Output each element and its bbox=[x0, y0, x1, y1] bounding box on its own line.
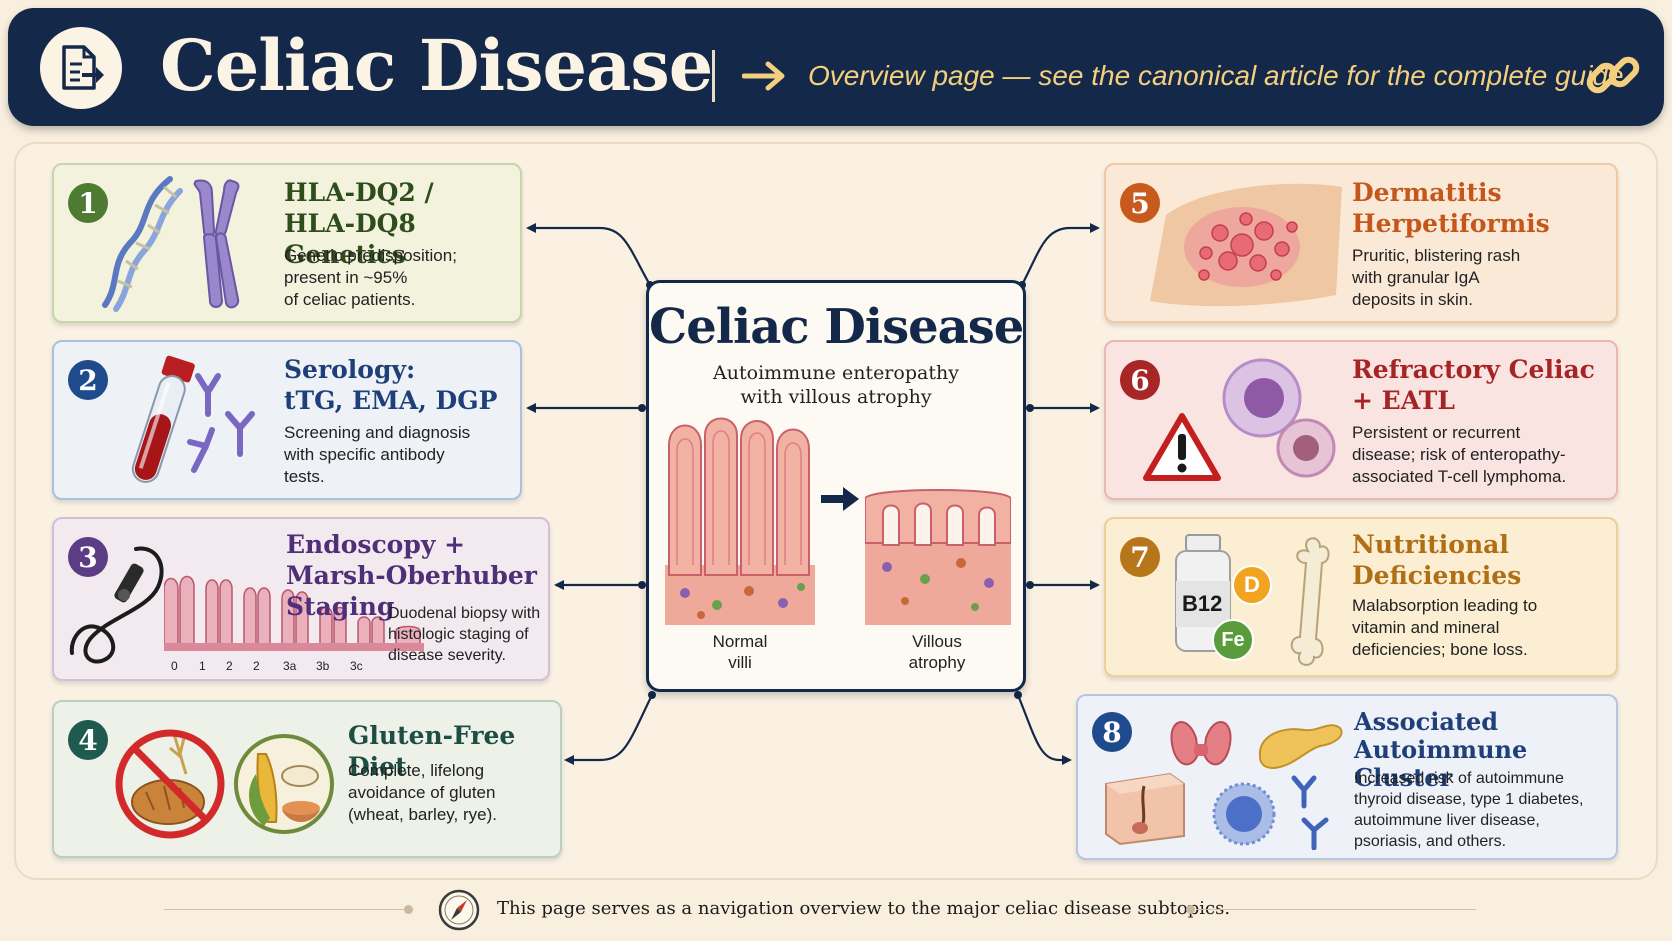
stage-label: 3a bbox=[283, 659, 297, 673]
center-subtitle: Autoimmune enteropathy with villous atro… bbox=[713, 362, 959, 408]
card-hla-genetics[interactable]: 1 HLA-DQ2 / HLA-DQ8 Genetics Genetic pre… bbox=[52, 163, 522, 323]
villous-atrophy-label: Villous atrophy bbox=[908, 632, 966, 672]
villi-staging-diagram bbox=[163, 549, 434, 664]
footer: This page serves as a navigation overvie… bbox=[0, 888, 1672, 932]
iron-fe-badge: Fe bbox=[1212, 619, 1254, 661]
card-description: Malabsorption leading to vitamin and min… bbox=[1352, 596, 1538, 659]
page-title: Celiac Disease bbox=[160, 24, 713, 107]
card-nutritional-deficiencies[interactable]: 7 B12 D Fe Nutritional Deficiencies Mala… bbox=[1104, 517, 1618, 677]
card-title: Gluten-Free Diet bbox=[348, 721, 516, 781]
antibody-icon bbox=[1288, 774, 1332, 855]
lymphoma-cells-icon bbox=[1206, 350, 1346, 495]
card-dermatitis-herpetiformis[interactable]: 5 Dermatitis Herpetiformis Pruritic, bli… bbox=[1104, 163, 1618, 323]
card-title: Dermatitis Herpetiformis bbox=[1352, 178, 1550, 238]
arrow-right-icon bbox=[741, 60, 790, 97]
card-description: Persistent or recurrent disease; risk of… bbox=[1352, 423, 1567, 486]
immune-cell-icon bbox=[1208, 778, 1280, 855]
card-endoscopy-staging[interactable]: 3 0 1 2 2 3a 3b 3c Endoscopy + bbox=[52, 517, 550, 681]
bone-icon bbox=[1286, 533, 1336, 674]
card-number-badge: 8 bbox=[1092, 712, 1132, 752]
warning-triangle-icon bbox=[1142, 412, 1222, 487]
stage-label: 2 bbox=[226, 659, 233, 673]
stage-label: 2 bbox=[253, 659, 260, 673]
document-export-icon bbox=[40, 27, 122, 109]
card-number-badge: 1 bbox=[68, 183, 108, 223]
footer-rule-right bbox=[1196, 909, 1476, 910]
card-autoimmune-cluster[interactable]: 8 Associated Aut bbox=[1076, 694, 1618, 860]
card-title: Endoscopy + Marsh-Oberhuber Staging bbox=[286, 530, 537, 621]
normal-villi-illustration bbox=[665, 415, 815, 630]
no-gluten-icon bbox=[114, 714, 226, 849]
card-number-badge: 4 bbox=[68, 720, 108, 760]
card-gluten-free-diet[interactable]: 4 Gluten-Free Diet Complete, lifelong av… bbox=[52, 700, 562, 858]
card-description: Complete, lifelong avoidance of gluten (… bbox=[348, 761, 497, 824]
card-description: Increased risk of autoimmune thyroid dis… bbox=[1354, 770, 1584, 850]
footer-dot-left bbox=[404, 905, 413, 914]
stage-label: 0 bbox=[171, 659, 178, 673]
stage-label: 3c bbox=[350, 659, 363, 673]
card-number-badge: 2 bbox=[68, 360, 108, 400]
card-number-badge: 7 bbox=[1120, 537, 1160, 577]
blood-tube-antibody-icon bbox=[100, 352, 280, 497]
atrophic-villi-illustration bbox=[864, 483, 1012, 630]
card-description: Pruritic, blistering rash with granular … bbox=[1352, 246, 1521, 309]
footer-note: This page serves as a navigation overvie… bbox=[497, 898, 1231, 919]
progression-arrow-icon bbox=[821, 487, 861, 516]
endoscope-icon bbox=[66, 535, 176, 680]
card-serology[interactable]: 2 Serology: tTG, EMA, DGP Screening and … bbox=[52, 340, 522, 500]
card-title: Serology: tTG, EMA, DGP bbox=[284, 355, 498, 415]
thyroid-icon bbox=[1166, 708, 1236, 783]
pancreas-icon bbox=[1254, 716, 1344, 777]
center-title: Celiac Disease bbox=[649, 299, 1024, 355]
canonical-article-link[interactable]: Overview page — see the canonical articl… bbox=[808, 60, 1624, 91]
card-number-badge: 5 bbox=[1120, 183, 1160, 223]
footer-rule-left bbox=[164, 909, 404, 910]
card-number-badge: 3 bbox=[68, 537, 108, 577]
title-divider bbox=[712, 50, 715, 102]
vitamin-b12-label: B12 bbox=[1182, 591, 1223, 616]
gluten-free-grains-icon bbox=[234, 714, 334, 849]
center-hub-celiac-disease[interactable]: Celiac Disease Autoimmune enteropathy wi… bbox=[646, 280, 1026, 692]
chain-link-icon[interactable] bbox=[1584, 46, 1642, 109]
header-banner: Celiac Disease Overview page — see the c… bbox=[8, 8, 1664, 126]
skin-rash-icon bbox=[1146, 175, 1346, 320]
skin-hair-follicle-icon bbox=[1100, 762, 1190, 851]
footer-dot-right bbox=[1186, 905, 1195, 914]
stage-label: 1 bbox=[199, 659, 206, 673]
card-title: HLA-DQ2 / HLA-DQ8 Genetics bbox=[284, 178, 434, 269]
card-description: Genetic predisposition; present in ~95% … bbox=[284, 246, 457, 309]
compass-icon bbox=[437, 888, 481, 937]
card-title: Nutritional Deficiencies bbox=[1352, 530, 1522, 590]
card-description: Duodenal biopsy with histologic staging … bbox=[388, 605, 541, 664]
card-title: Refractory Celiac + EATL bbox=[1352, 355, 1595, 415]
dna-chromosome-icon bbox=[100, 173, 270, 318]
normal-villi-label: Normal villi bbox=[712, 632, 768, 672]
card-description: Screening and diagnosis with specific an… bbox=[284, 423, 471, 486]
card-refractory-celiac-eatl[interactable]: 6 Refractory Celiac + EATL Persistent or… bbox=[1104, 340, 1618, 500]
card-number-badge: 6 bbox=[1120, 360, 1160, 400]
vitamin-d-badge: D bbox=[1232, 565, 1272, 605]
stage-label: 3b bbox=[316, 659, 330, 673]
card-title: Associated Autoimmune Cluster bbox=[1354, 707, 1528, 792]
